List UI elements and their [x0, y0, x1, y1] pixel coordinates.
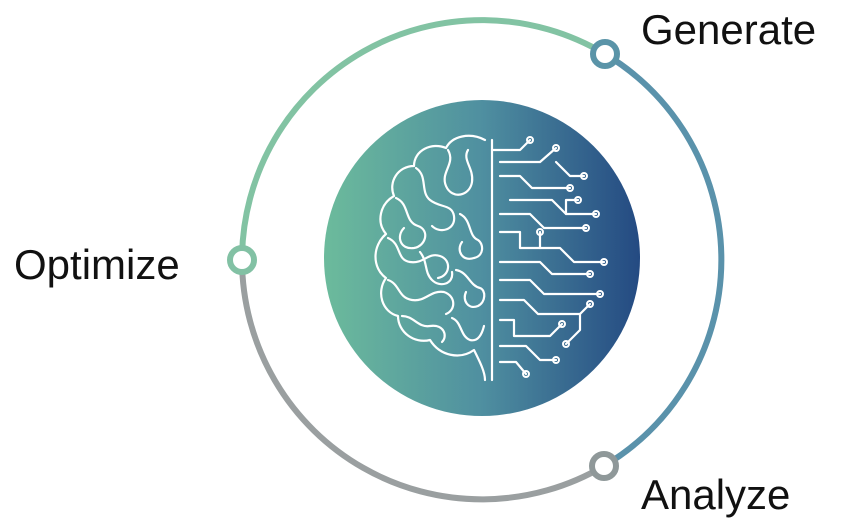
brain-gyrus — [386, 278, 455, 316]
circuit-nodes — [522, 136, 608, 378]
optimize-label: Optimize — [14, 241, 180, 288]
brain-gyrus — [450, 316, 486, 342]
circuit-trace — [498, 344, 558, 362]
circuit-trace — [564, 312, 582, 346]
circuit-trace — [498, 318, 564, 338]
generate-label: Generate — [641, 6, 817, 53]
brain-gyrus — [454, 268, 486, 308]
brain-gyrus — [414, 166, 456, 232]
brain-left-hemisphere — [374, 134, 487, 382]
generate-node — [590, 39, 620, 69]
brain-gyrus — [418, 250, 454, 286]
circuit-trace — [498, 146, 558, 164]
circuit-trace — [498, 260, 592, 276]
circuit-trace — [490, 138, 532, 152]
brain-gyrus — [458, 212, 484, 260]
brain-circuit-icon — [374, 134, 606, 382]
analyze-label: Analyze — [641, 471, 791, 518]
ring-arc-analyze-optimize — [239, 257, 607, 503]
analyze-node — [589, 451, 619, 481]
brain-gyrus — [386, 236, 450, 280]
ring-arc-generate-analyze — [601, 51, 725, 469]
brain-gyrus — [443, 148, 474, 196]
optimize-node — [227, 245, 257, 275]
ring-arc-optimize-generate — [239, 17, 608, 263]
circuit-trace — [498, 278, 602, 296]
circuit-trace — [498, 298, 592, 316]
circuit-trace — [498, 360, 528, 376]
circuit-trace — [554, 160, 586, 178]
brain-gyrus — [394, 196, 427, 250]
circuit-trace — [508, 198, 598, 216]
circuit-trace — [498, 174, 572, 190]
brain-gyrus — [400, 314, 446, 344]
center-disc — [324, 100, 640, 416]
circuit-trace — [498, 212, 588, 230]
